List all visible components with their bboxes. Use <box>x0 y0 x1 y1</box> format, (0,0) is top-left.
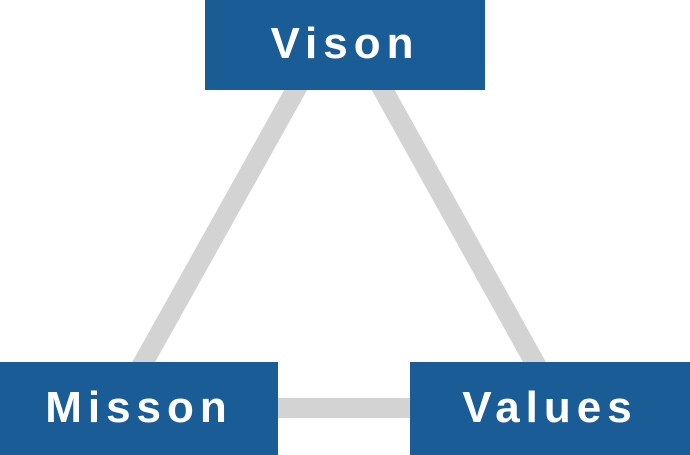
vision-box: Vison <box>205 0 485 90</box>
values-label: Values <box>462 382 638 432</box>
values-box: Values <box>410 362 690 455</box>
vision-label: Vison <box>270 19 420 68</box>
mission-box: Misson <box>0 362 278 455</box>
mission-label: Misson <box>45 382 233 432</box>
